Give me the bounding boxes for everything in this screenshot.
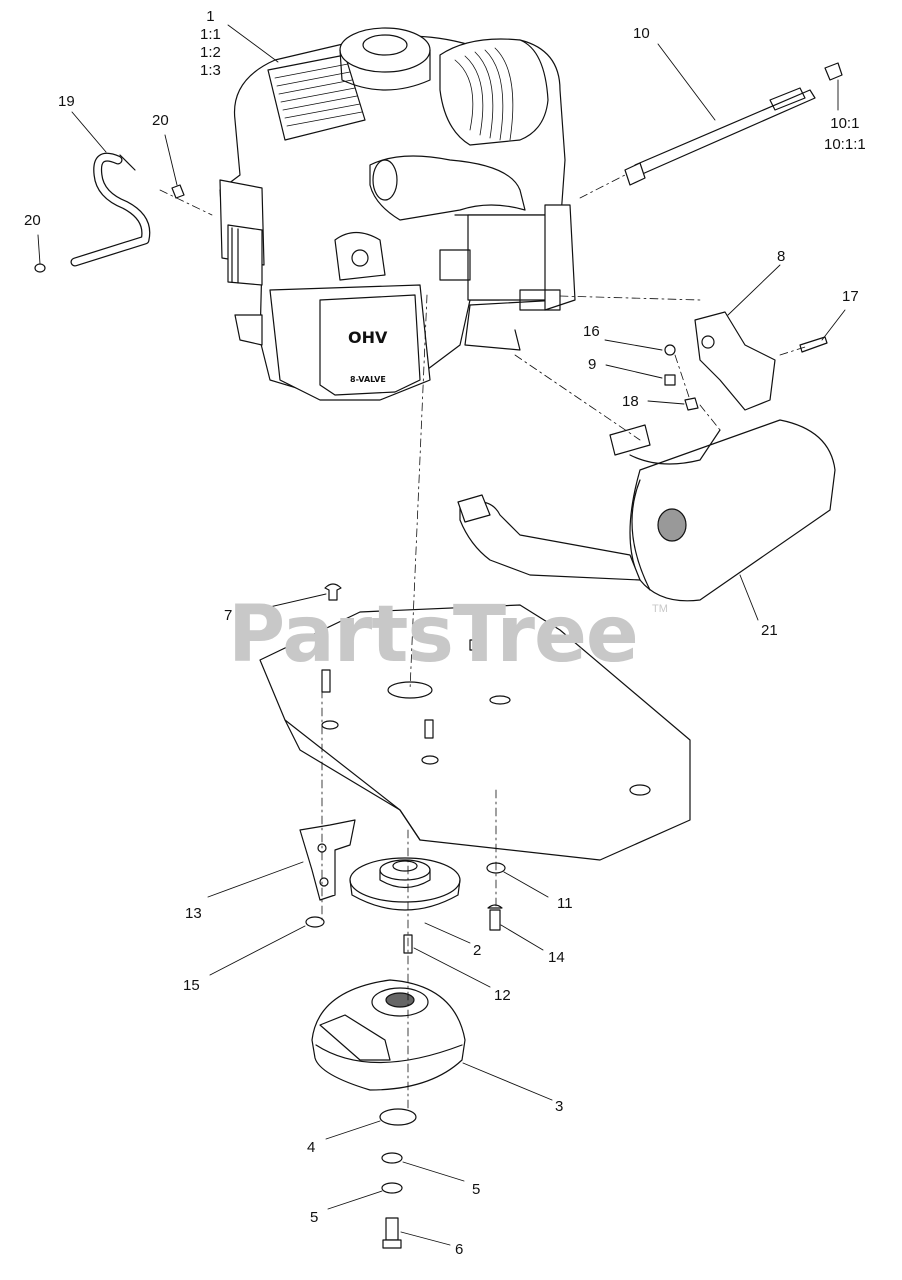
callout-20-upper: 20 [152,112,169,129]
callout-21: 21 [761,622,778,639]
callout-15: 15 [183,977,200,994]
pto-clutch [311,979,466,1091]
breather-hose [34,152,151,273]
callout-18: 18 [622,393,639,410]
engine-ohv-mark: OHV [348,328,388,347]
callout-8: 8 [777,248,786,265]
callout-2: 2 [473,942,482,959]
callout-9: 9 [588,356,597,373]
callout-14: 14 [548,949,565,966]
muffler [457,419,836,602]
callout-1-3: 1:3 [200,62,221,79]
callout-3: 3 [555,1098,564,1115]
callout-10-1: 10:1 [830,115,860,132]
mounting-deck [259,604,691,861]
callout-1-group: 1 1:1 1:2 1:3 [200,8,221,80]
watermark-logo: PartsTree [228,590,639,680]
callout-1: 1 [206,8,215,25]
callout-12: 12 [494,987,511,1004]
engine-valve-mark: 8-VALVE [350,375,386,384]
callout-17: 17 [842,288,859,305]
callout-16: 16 [583,323,600,340]
callout-10-group: 10:1 10:1:1 [824,115,866,154]
leader-lines [37,24,846,1246]
callout-1-1: 1:1 [200,26,221,43]
callout-10: 10 [633,25,650,42]
callout-5-right: 5 [472,1181,481,1198]
callout-19: 19 [58,93,75,110]
callout-7: 7 [224,607,233,624]
muffler-bracket [664,311,828,411]
callout-6: 6 [455,1241,464,1258]
engine-assembly [219,27,576,401]
exhaust-tube [624,62,843,186]
callout-11: 11 [557,895,573,912]
watermark-tm: TM [652,603,668,615]
pulley [349,857,461,911]
callout-1-2: 1:2 [200,44,221,61]
center-lines [159,174,806,1111]
callout-4: 4 [307,1139,316,1156]
callout-13: 13 [185,905,202,922]
callout-5-left: 5 [310,1209,319,1226]
callout-20-lower: 20 [24,212,41,229]
callout-10-1-1: 10:1:1 [824,136,866,153]
